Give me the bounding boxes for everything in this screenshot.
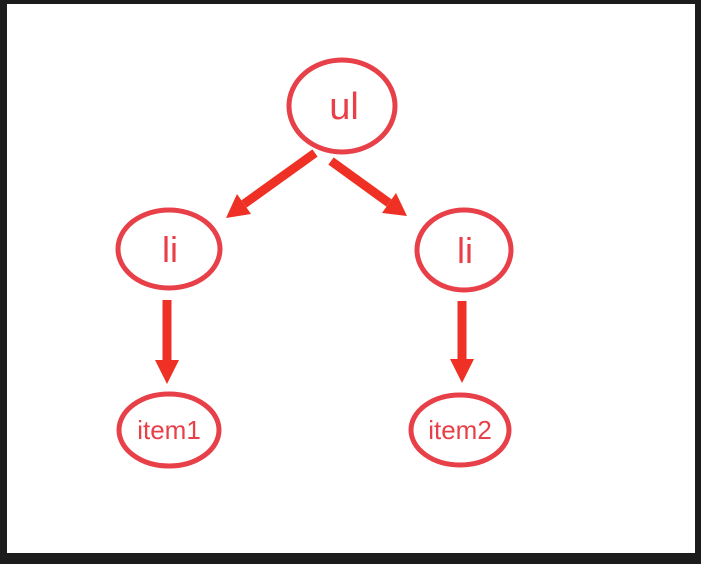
node-ul: ul [286,57,398,155]
node-label: item2 [428,415,492,445]
edge-li-right-to-item2 [450,301,474,383]
edge-ul-to-li-right [328,157,407,216]
edge-line [241,149,318,208]
arrowhead-icon [226,194,251,218]
node-label: li [457,230,473,271]
node-label: li [162,229,178,270]
edge-li-left-to-item1 [155,300,179,384]
node-label: item1 [137,415,201,445]
node-li-left: li [115,207,223,291]
arrowhead-icon [382,193,407,216]
node-ellipse [414,207,514,293]
node-ellipse [115,207,223,291]
node-ellipse [116,391,222,469]
arrowhead-icon [450,359,474,383]
node-li-right: li [414,207,514,293]
diagram-canvas [7,4,695,553]
edge-line [328,157,392,207]
node-item1: item1 [116,391,222,469]
node-ellipse [286,57,398,155]
node-item2: item2 [408,392,512,468]
edge-ul-to-li-left [226,149,318,218]
arrowhead-icon [155,360,179,384]
node-label: ul [329,86,359,128]
node-ellipse [408,392,512,468]
